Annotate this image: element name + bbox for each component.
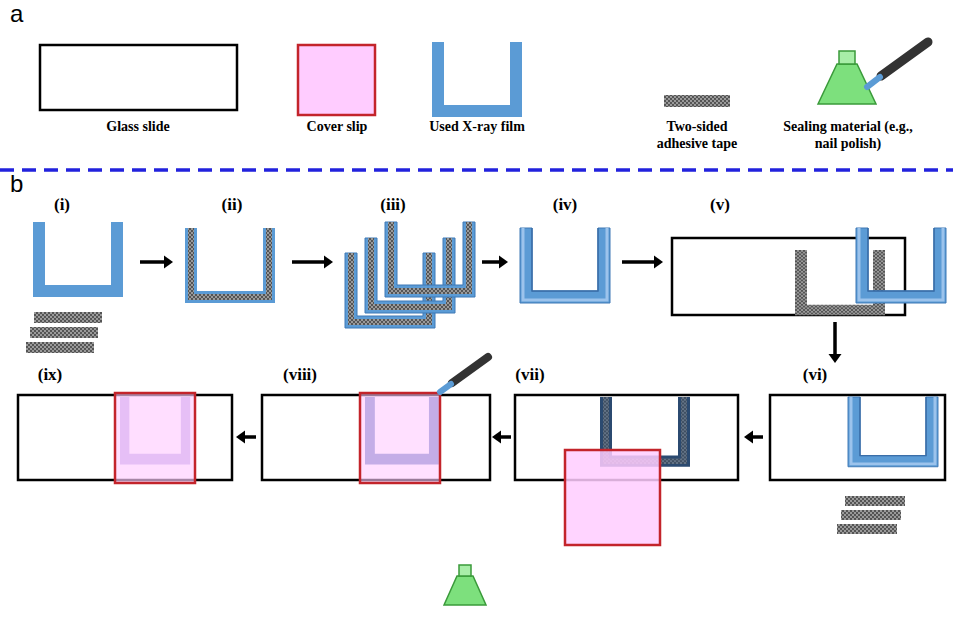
arrow-head (499, 256, 508, 269)
arrow-head (654, 256, 663, 269)
step-arrow (622, 256, 663, 269)
adhesive-tape (26, 342, 94, 353)
panel-letter: b (10, 170, 23, 198)
glass-slide (40, 45, 237, 110)
xray-film (185, 228, 275, 303)
step-arrow (744, 431, 763, 444)
part-name: Used X-ray film (429, 118, 525, 135)
arrow-head (492, 431, 501, 444)
part-name: Glass slide (106, 118, 169, 135)
film-spacer (848, 397, 938, 467)
step-label: (iii) (380, 195, 406, 215)
arrow-shaft (244, 435, 256, 439)
arrow-head (324, 256, 333, 269)
step-panel: (vi) (765, 365, 950, 540)
adhesive-tape (30, 327, 98, 338)
xray-film (33, 222, 123, 297)
step-panel: (iii) (335, 195, 480, 330)
adhesive-tape (795, 250, 885, 315)
step-panel: (viii) (258, 365, 490, 610)
cover-slip (115, 393, 195, 483)
step-arrow (236, 431, 256, 444)
polish-bottle (444, 576, 486, 605)
cover-slip (565, 450, 660, 545)
step-label: (ix) (38, 365, 63, 385)
xray-film (432, 42, 522, 117)
arrow-head (829, 354, 842, 363)
arrow-head (744, 431, 753, 444)
arrow-shaft (292, 260, 325, 264)
glass-slide (770, 395, 945, 480)
step-panel: (v) (665, 195, 950, 320)
brush-tip (867, 77, 880, 87)
arrow-shaft (622, 260, 655, 264)
tape-film (520, 228, 610, 303)
arrow-shaft (482, 260, 500, 264)
arrow-shaft (752, 435, 763, 439)
step-arrow (492, 431, 511, 444)
tape-lining (368, 238, 452, 310)
brush-handle (452, 357, 488, 383)
cover-slip (298, 45, 375, 115)
part-name: Two-sided adhesive tape (647, 118, 747, 152)
adhesive-tape (841, 510, 901, 520)
step-label: (viii) (283, 365, 317, 385)
step-label: (ii) (222, 195, 243, 215)
step-panel: (ii) (175, 195, 290, 305)
adhesive-tape (34, 312, 102, 323)
bottle-cap (839, 51, 855, 64)
step-label: (i) (54, 195, 70, 215)
brush-handle (881, 42, 928, 76)
step-panel: (ix) (12, 365, 234, 490)
arrow-shaft (140, 260, 165, 264)
divider-line (0, 168, 953, 172)
bottle-cap (459, 565, 471, 576)
step-label: (iv) (553, 195, 578, 215)
brush-tip (440, 384, 451, 392)
step-panel: (vii) (513, 365, 742, 610)
step-panel: (iv) (510, 195, 620, 305)
adhesive-tape (845, 496, 905, 506)
tape-lining (388, 222, 472, 294)
step-arrow (140, 256, 173, 269)
arrow-shaft (500, 435, 511, 439)
part-name: Sealing material (e.g., nail polish) (778, 118, 918, 152)
step-label: (vii) (515, 365, 544, 385)
arrow-head (236, 431, 245, 444)
arrow-head (164, 256, 173, 269)
step-arrow (829, 322, 842, 363)
tape-lining (188, 228, 272, 300)
step-label: (v) (710, 195, 730, 215)
xray-film (385, 222, 475, 297)
part-name: Cover slip (307, 118, 368, 135)
arrow-shaft (833, 322, 837, 355)
step-label: (vi) (803, 365, 828, 385)
adhesive-tape (664, 95, 730, 107)
tape-film (856, 228, 946, 303)
step-panel: (i) (20, 195, 138, 360)
step-arrow (292, 256, 333, 269)
xray-film (365, 238, 455, 313)
adhesive-tape (837, 524, 897, 534)
cover-slip (360, 393, 440, 483)
step-arrow (482, 256, 508, 269)
panel-letter: a (10, 0, 23, 28)
